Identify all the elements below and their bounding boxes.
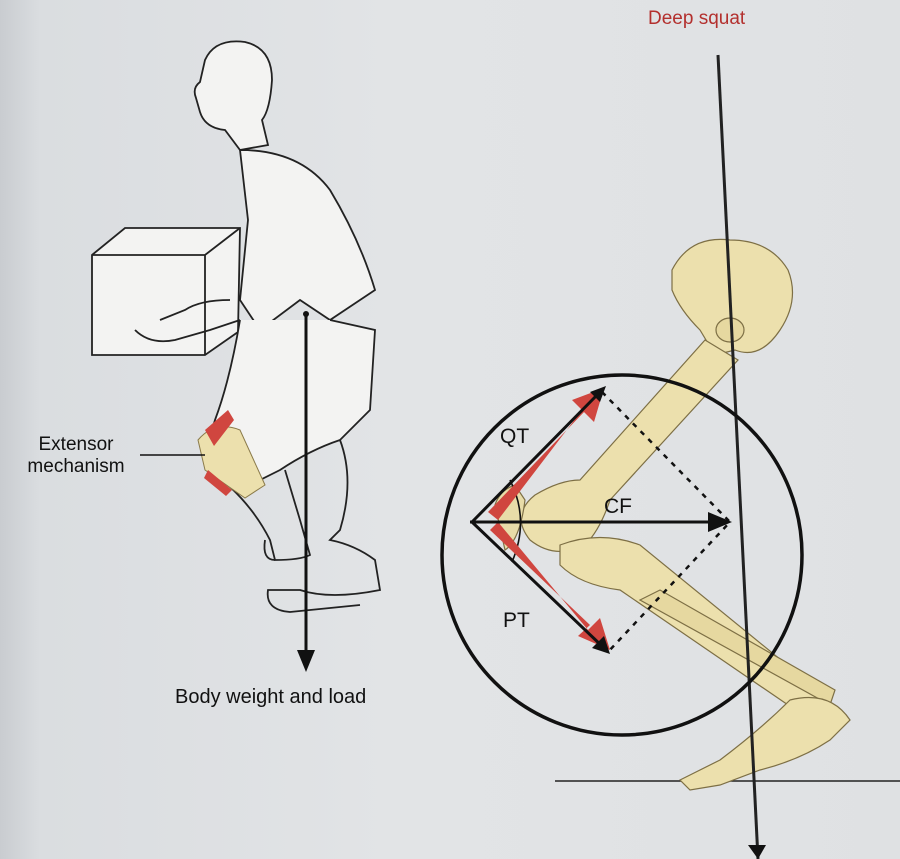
knee-extensor-highlight bbox=[197, 410, 266, 499]
extensor-mechanism-label: Extensor mechanism bbox=[8, 434, 144, 478]
pt-label: PT bbox=[503, 609, 530, 632]
extensor-label-line2: mechanism bbox=[27, 456, 125, 477]
deep-squat-gravity-line bbox=[716, 54, 760, 859]
pt-force-arrow bbox=[470, 520, 610, 654]
cf-label: CF bbox=[604, 495, 632, 518]
body-weight-arrow bbox=[297, 311, 315, 672]
knee-force-circle bbox=[440, 373, 804, 737]
cf-force-arrow bbox=[470, 512, 732, 532]
qt-label: QT bbox=[500, 425, 530, 448]
force-dotted-lines bbox=[601, 391, 732, 653]
lifting-person-illustration bbox=[91, 40, 382, 613]
body-weight-load-label: Body weight and load bbox=[175, 686, 367, 708]
deep-squat-arrowhead bbox=[748, 845, 766, 859]
qt-force-arrow bbox=[470, 386, 606, 524]
leg-bones bbox=[494, 238, 851, 791]
extensor-label-line1: Extensor bbox=[38, 434, 114, 455]
deep-squat-title: Deep squat bbox=[648, 8, 746, 29]
